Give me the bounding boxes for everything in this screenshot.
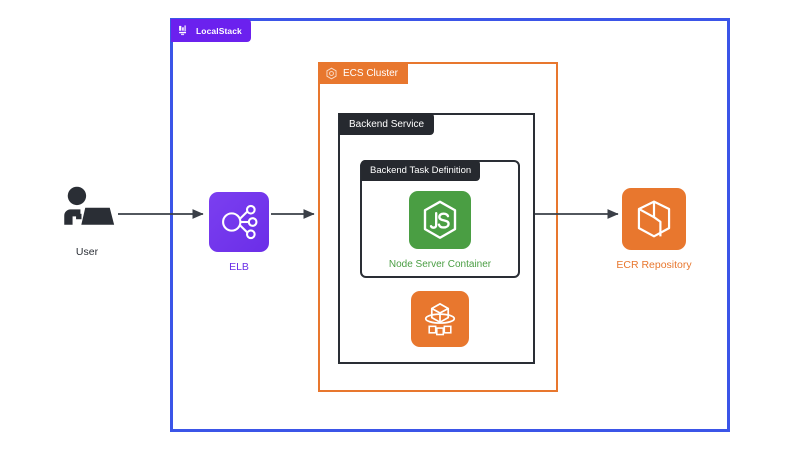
- node-elb: ELB: [209, 192, 269, 273]
- node-server-container-label: Node Server Container: [388, 259, 492, 270]
- user-at-laptop-icon: [64, 186, 115, 225]
- localstack-badge-label: LocalStack: [196, 25, 242, 36]
- node-ecr-repository-label: ECR Repository: [616, 259, 692, 271]
- ecs-cluster-badge: ECS Cluster: [319, 63, 409, 84]
- node-server-tile: [409, 191, 471, 249]
- backend-service-container: [338, 113, 535, 364]
- backend-service-badge: Backend Service: [339, 113, 435, 135]
- elastic-load-balancer-icon: [222, 204, 258, 240]
- node-node-server-container: Node Server Container: [389, 191, 491, 270]
- ecs-cluster-container: [318, 62, 558, 392]
- node-elb-label: ELB: [229, 261, 249, 273]
- backend-service-badge-label: Backend Service: [349, 118, 425, 130]
- ecr-tile: [622, 188, 686, 250]
- node-user-label: User: [75, 246, 99, 258]
- node-ecs-task: [411, 291, 469, 347]
- backend-task-definition-badge: Backend Task Definition: [361, 160, 481, 181]
- elb-tile: [209, 192, 269, 252]
- ecr-repository-cube-icon: [637, 200, 671, 238]
- ecs-task-tile: [411, 291, 469, 347]
- aws-ecs-container-icon: [424, 302, 456, 336]
- localstack-container: [170, 18, 730, 432]
- ecs-cluster-hexagon-icon: [326, 67, 337, 80]
- node-user: User: [48, 186, 126, 258]
- ecs-cluster-badge-label: ECS Cluster: [343, 68, 399, 79]
- localstack-logo-icon: [179, 25, 187, 36]
- localstack-badge: LocalStack: [171, 19, 251, 42]
- nodejs-logo-icon: [423, 200, 457, 239]
- node-ecr-repository: ECR Repository: [616, 188, 692, 271]
- backend-task-definition-badge-label: Backend Task Definition: [370, 165, 472, 176]
